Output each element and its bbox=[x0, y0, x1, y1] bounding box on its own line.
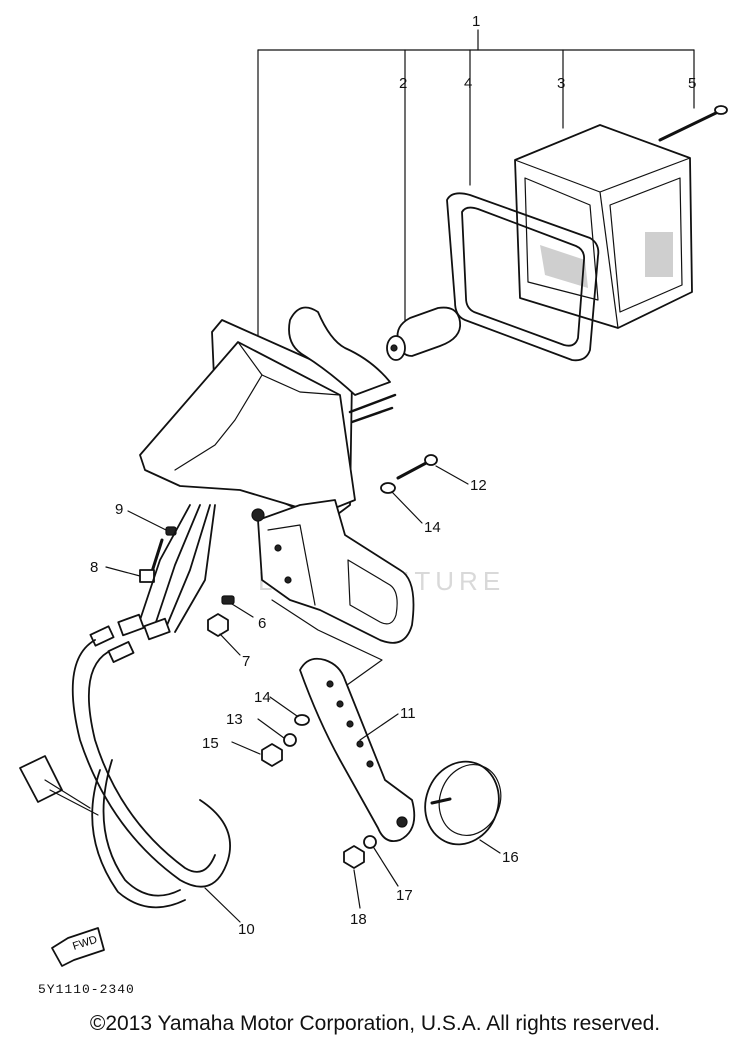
part-16-reflector bbox=[424, 760, 502, 846]
part-8-bolt bbox=[139, 538, 164, 583]
callout-1: 1 bbox=[472, 13, 480, 30]
callout-3: 3 bbox=[557, 75, 565, 92]
part-2-bulb bbox=[386, 306, 462, 361]
leader-lines bbox=[105, 465, 501, 923]
license-bracket bbox=[251, 499, 415, 644]
part-17-washer bbox=[363, 835, 377, 849]
callout-12: 12 bbox=[470, 477, 487, 494]
callout-15: 15 bbox=[202, 735, 219, 752]
callout-13: 13 bbox=[226, 711, 243, 728]
part-11-stay bbox=[299, 657, 416, 843]
part-15-nut bbox=[261, 743, 283, 767]
tail-light-exploded-diagram: LEADVENTURE bbox=[19, 13, 728, 967]
part-7-nut bbox=[207, 613, 229, 637]
callout-11: 11 bbox=[400, 705, 416, 722]
callout-10: 10 bbox=[238, 921, 255, 938]
callout-7: 7 bbox=[242, 653, 250, 670]
callout-18: 18 bbox=[350, 911, 367, 928]
part-code-label: 5Y1110-2340 bbox=[38, 982, 135, 997]
callout-17: 17 bbox=[396, 887, 413, 904]
part-14-washer-upper bbox=[380, 482, 396, 494]
callout-8: 8 bbox=[90, 559, 98, 576]
callout-4: 4 bbox=[464, 75, 472, 92]
part-3-lens bbox=[514, 124, 693, 329]
part-13-lock-washer bbox=[283, 733, 297, 747]
callout-5: 5 bbox=[688, 75, 696, 92]
callout-6: 6 bbox=[258, 615, 266, 632]
callout-2: 2 bbox=[399, 75, 407, 92]
callout-14-lower: 14 bbox=[254, 689, 271, 706]
part-12-bolt bbox=[396, 454, 438, 480]
fwd-arrow-icon: FWD bbox=[51, 927, 105, 967]
part-18-nut bbox=[343, 845, 365, 869]
part-6-washer bbox=[221, 595, 235, 605]
bracket-plate-guide bbox=[271, 599, 383, 691]
callout-9: 9 bbox=[115, 501, 123, 518]
callout-14-upper: 14 bbox=[424, 519, 441, 536]
tail-light-housing bbox=[139, 306, 397, 521]
callout-16: 16 bbox=[502, 849, 519, 866]
callout-1-bracket bbox=[257, 29, 695, 336]
part-10-wire-harness bbox=[19, 504, 231, 909]
part-5-screw bbox=[658, 105, 728, 142]
copyright-notice: ©2013 Yamaha Motor Corporation, U.S.A. A… bbox=[89, 1012, 661, 1035]
part-14-washer-lower bbox=[294, 714, 310, 726]
